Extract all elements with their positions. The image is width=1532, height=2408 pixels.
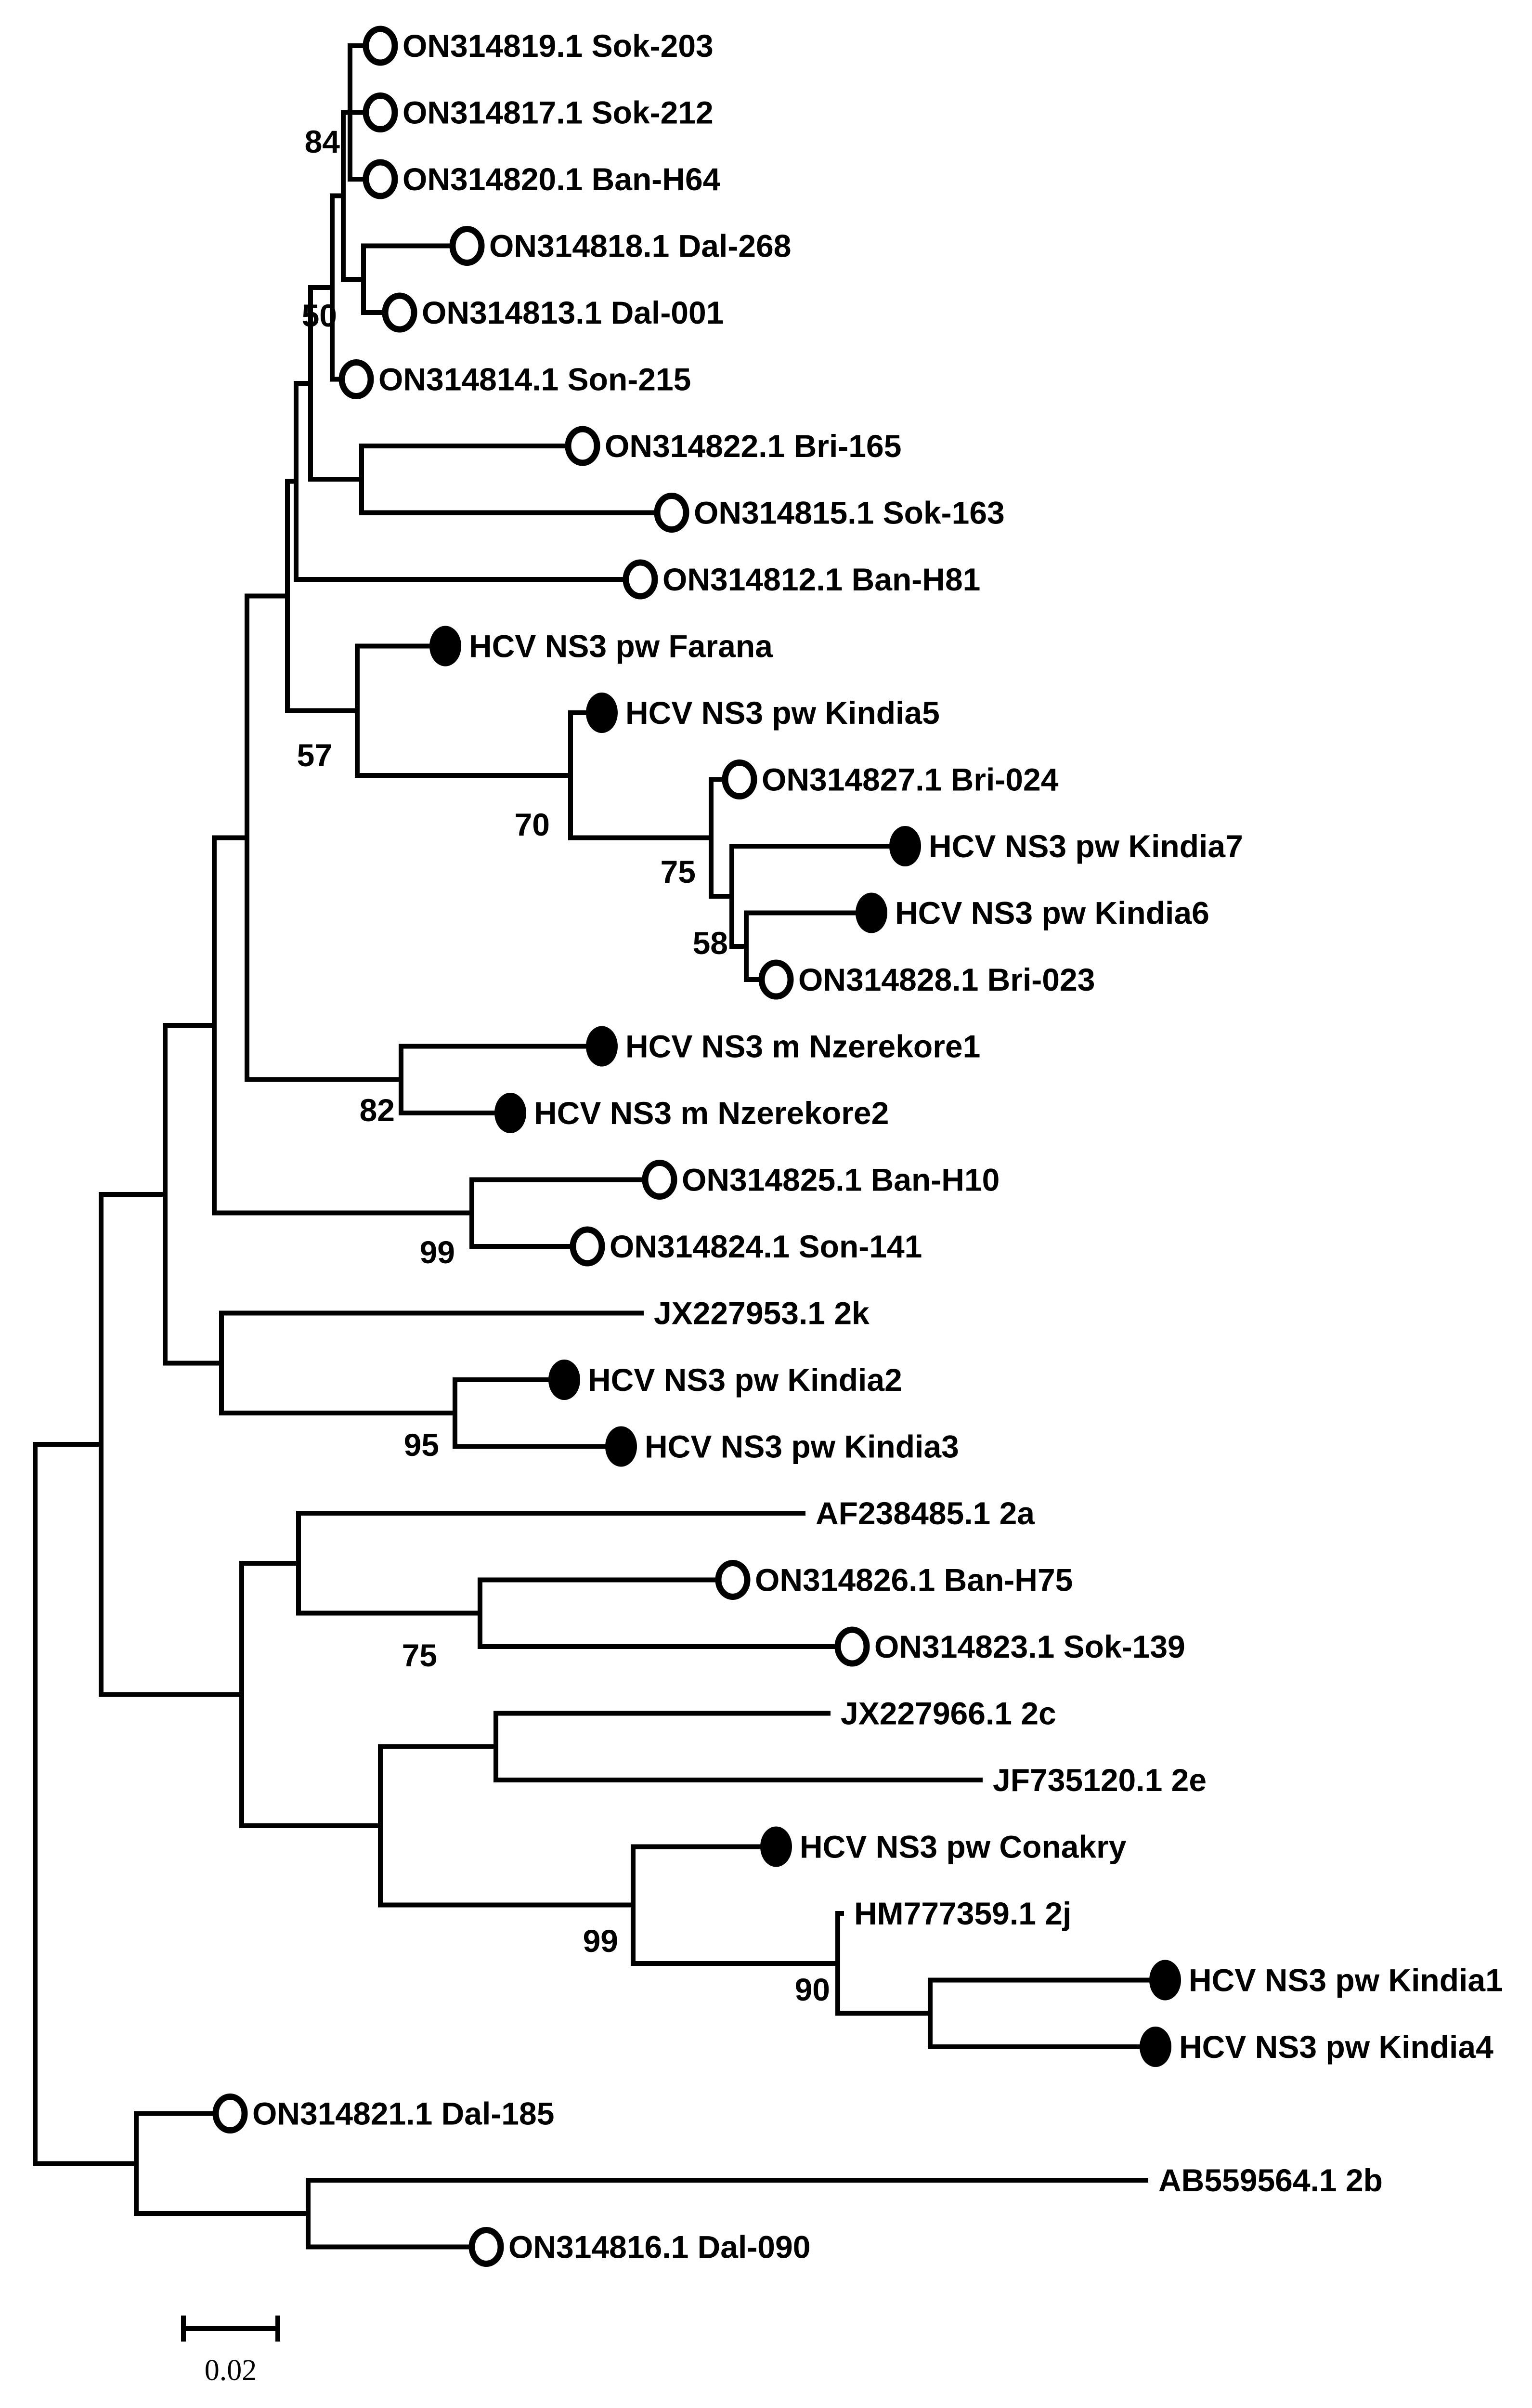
leaf-label: HCV NS3 pw Conakry [800, 1829, 1127, 1865]
leaf-label: ON314824.1 Son-141 [610, 1229, 922, 1264]
filled-circle-icon [429, 626, 461, 667]
leaf-label: ON314813.1 Dal-001 [422, 295, 724, 330]
filled-circle-icon [586, 693, 618, 733]
filled-circle-icon [760, 1826, 792, 1867]
leaf-label: ON314818.1 Dal-268 [489, 228, 791, 264]
leaf-label: ON314815.1 Sok-163 [694, 495, 1005, 531]
open-circle-icon [338, 359, 374, 399]
leaf-label: ON314823.1 Sok-139 [874, 1629, 1185, 1664]
filled-circle-icon [1140, 2027, 1171, 2067]
open-circle-icon [834, 1626, 870, 1667]
leaf-label: ON314817.1 Sok-212 [402, 95, 714, 131]
leaf-label: HCV NS3 pw Kindia4 [1179, 2029, 1493, 2065]
open-circle-icon [722, 759, 757, 799]
leaf-label: HCV NS3 pw Kindia3 [645, 1429, 959, 1465]
filled-circle-icon [856, 892, 887, 933]
bootstrap-value-label: 70 [515, 807, 550, 842]
leaf-label: ON314812.1 Ban-H81 [662, 562, 980, 597]
open-circle-icon [212, 2094, 248, 2133]
bootstrap-value-label: 50 [302, 298, 337, 333]
filled-circle-icon [889, 826, 921, 866]
leaf-label: AB559564.1 2b [1158, 2162, 1383, 2198]
leaf-label: ON314816.1 Dal-090 [508, 2229, 810, 2265]
leaf-label: HCV NS3 m Nzerekore1 [625, 1029, 980, 1064]
leaf-label: JF735120.1 2e [993, 1762, 1207, 1798]
open-circle-icon [623, 559, 658, 600]
leaf-label: HM777359.1 2j [854, 1896, 1071, 1931]
leaf-label: ON314828.1 Bri-023 [798, 962, 1095, 997]
scale-bar-label: 0.02 [205, 2354, 257, 2387]
open-circle-icon [363, 26, 398, 66]
filled-circle-icon [605, 1426, 637, 1467]
leaf-label: HCV NS3 m Nzerekore2 [534, 1095, 889, 1131]
open-circle-icon [758, 959, 794, 1000]
filled-circle-icon [586, 1026, 618, 1067]
leaf-label: ON314827.1 Bri-024 [762, 762, 1059, 798]
leaf-label: ON314826.1 Ban-H75 [755, 1562, 1073, 1598]
leaf-label: JX227953.1 2k [654, 1296, 870, 1331]
open-circle-icon [715, 1560, 751, 1600]
open-circle-icon [642, 1160, 677, 1200]
leaf-label: ON314814.1 Son-215 [378, 362, 691, 397]
bootstrap-value-label: 58 [693, 925, 728, 961]
filled-circle-icon [548, 1360, 580, 1400]
leaf-label: HCV NS3 pw Kindia1 [1189, 1963, 1503, 1998]
bootstrap-value-label: 84 [305, 124, 340, 159]
leaf-label: HCV NS3 pw Farana [469, 628, 773, 664]
bootstrap-value-label: 90 [795, 1972, 830, 2007]
leaf-label: ON314822.1 Bri-165 [605, 428, 901, 464]
open-circle-icon [565, 426, 600, 466]
open-circle-icon [382, 292, 417, 333]
filled-circle-icon [1149, 1960, 1181, 2001]
open-circle-icon [570, 1226, 605, 1267]
bootstrap-value-label: 82 [360, 1092, 395, 1128]
open-circle-icon [654, 493, 689, 533]
leaf-label: HCV NS3 pw Kindia6 [895, 895, 1209, 931]
leaf-label: ON314825.1 Ban-H10 [682, 1162, 1000, 1198]
bootstrap-value-label: 75 [661, 854, 696, 890]
leaf-label: HCV NS3 pw Kindia5 [625, 695, 940, 731]
filled-circle-icon [494, 1093, 526, 1133]
leaf-label: ON314820.1 Ban-H64 [402, 161, 721, 197]
leaf-label: ON314819.1 Sok-203 [402, 28, 714, 64]
open-circle-icon [363, 92, 398, 132]
bootstrap-value-label: 99 [420, 1234, 455, 1270]
leaf-label: HCV NS3 pw Kindia2 [588, 1362, 902, 1398]
bootstrap-value-label: 95 [404, 1427, 439, 1463]
bootstrap-value-label: 57 [297, 737, 332, 773]
leaf-label: HCV NS3 pw Kindia7 [929, 828, 1243, 864]
bootstrap-value-label: 75 [402, 1637, 437, 1673]
leaf-label: JX227966.1 2c [841, 1696, 1056, 1731]
open-circle-icon [468, 2227, 504, 2267]
open-circle-icon [363, 159, 398, 199]
open-circle-icon [449, 226, 485, 266]
leaf-label: AF238485.1 2a [816, 1495, 1035, 1531]
bootstrap-value-label: 99 [583, 1923, 618, 1959]
leaf-label: ON314821.1 Dal-185 [252, 2096, 554, 2132]
